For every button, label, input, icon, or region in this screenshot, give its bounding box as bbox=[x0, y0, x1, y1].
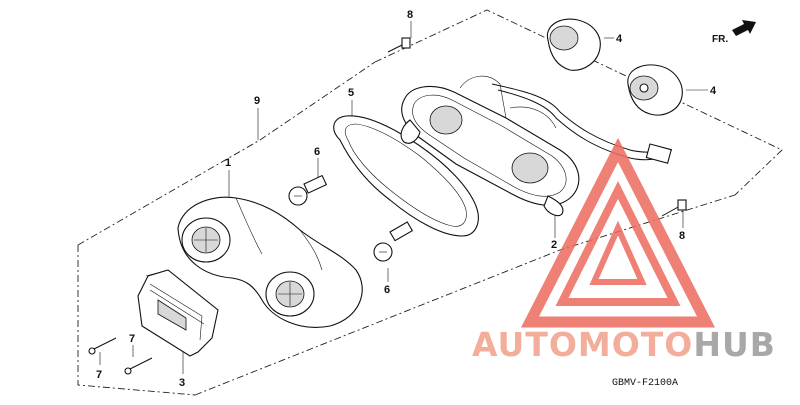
front-direction-label: FR. bbox=[712, 34, 728, 45]
callout-7-right: 7 bbox=[129, 333, 135, 345]
part-bolt-upper bbox=[387, 37, 411, 53]
callout-7-left: 7 bbox=[96, 369, 102, 381]
part-screw-lower-left bbox=[88, 337, 117, 355]
callout-1: 1 bbox=[225, 157, 231, 169]
callout-6-upper: 6 bbox=[314, 146, 320, 158]
watermark: AUTOMOTOHUB bbox=[472, 137, 776, 364]
part-reflector-bracket bbox=[137, 269, 219, 357]
callout-4-lower: 4 bbox=[710, 85, 717, 97]
part-rear-lens bbox=[177, 196, 363, 328]
part-housing bbox=[400, 75, 673, 217]
part-gasket bbox=[333, 115, 479, 237]
part-socket-lower bbox=[627, 64, 683, 116]
front-arrow-icon bbox=[732, 20, 756, 36]
part-socket-upper bbox=[546, 18, 601, 71]
callout-4-upper: 4 bbox=[616, 33, 623, 45]
front-direction-indicator: FR. bbox=[712, 20, 756, 45]
drawing-code: GBMV-F2100A bbox=[612, 378, 678, 389]
callout-6-lower: 6 bbox=[384, 284, 390, 296]
callout-3: 3 bbox=[179, 377, 185, 389]
part-screw-lower-right bbox=[124, 357, 153, 375]
leader-lines bbox=[99, 21, 708, 374]
callout-8-upper: 8 bbox=[407, 9, 413, 21]
part-bulb-lower bbox=[373, 221, 414, 262]
part-bulb-upper bbox=[288, 174, 328, 206]
callout-2: 2 bbox=[551, 239, 557, 251]
watermark-triangle-icon bbox=[521, 137, 715, 328]
callout-9: 9 bbox=[254, 95, 260, 107]
part-bolt-lower bbox=[661, 199, 687, 217]
callout-8-lower: 8 bbox=[679, 230, 685, 242]
callout-5: 5 bbox=[348, 87, 354, 99]
callout-labels: 9 1 5 6 6 8 4 4 2 8 3 7 7 bbox=[96, 9, 717, 389]
watermark-text: AUTOMOTOHUB bbox=[472, 325, 776, 364]
